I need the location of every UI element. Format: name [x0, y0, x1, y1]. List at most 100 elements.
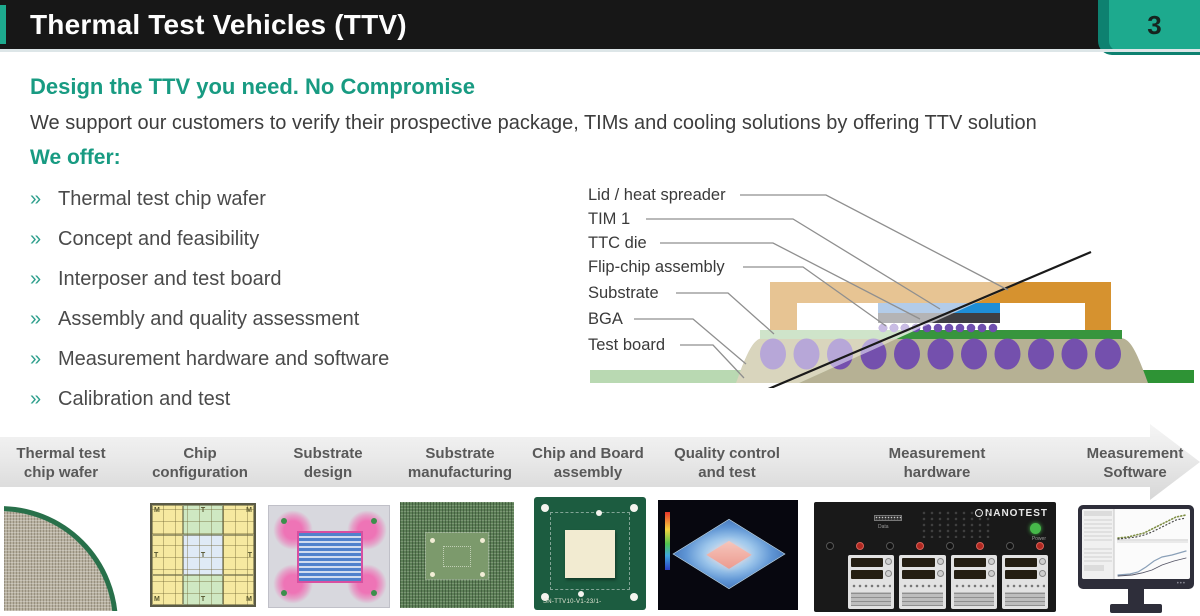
list-item: » Measurement hardware and software [30, 348, 389, 371]
config-letter: T [200, 507, 206, 514]
chevron-bullet-icon: » [30, 228, 42, 250]
board-mounting-hole [541, 593, 549, 601]
process-step-measurement-software: Measurement Software [1055, 445, 1200, 483]
monitor-stand-neck [1128, 589, 1144, 604]
chevron-bullet-icon: » [30, 348, 42, 370]
substrate-fiducial-dot [430, 538, 435, 543]
config-letter: T [154, 551, 159, 559]
monitor-indicator-dots: ••• [1176, 581, 1186, 587]
header-bar: Thermal Test Vehicles (TTV) [0, 0, 1200, 49]
cad-ball-grid [297, 531, 363, 583]
instrument-module [950, 555, 997, 609]
list-item: » Assembly and quality assessment [30, 308, 389, 331]
config-cell: M [223, 575, 254, 605]
black-jack [886, 542, 894, 550]
module-display [953, 570, 986, 579]
monitor-screen [1082, 509, 1190, 579]
color-scale-bar [665, 512, 670, 570]
config-letter: T [200, 596, 206, 603]
connector-jack-row [826, 542, 1044, 550]
diagram-label-flip-chip: Flip-chip assembly [588, 258, 725, 276]
module-knob [1039, 570, 1046, 577]
config-letter: M [246, 596, 252, 603]
black-jack [1006, 542, 1014, 550]
chevron-bullet-icon: » [30, 308, 42, 330]
board-chip [565, 530, 615, 578]
list-item-label: Calibration and test [58, 388, 231, 410]
step-label-line: assembly [553, 463, 623, 481]
board-mounting-hole [578, 591, 584, 597]
page-title: Thermal Test Vehicles (TTV) [30, 9, 407, 40]
config-letter: M [246, 507, 252, 514]
chevron-bullet-icon: » [30, 188, 42, 210]
config-cell: T [182, 535, 224, 575]
module-knob [936, 570, 944, 577]
config-cell: T [152, 535, 183, 575]
diagram-label-test-board: Test board [588, 336, 666, 354]
list-item: » Thermal test chip wafer [30, 188, 389, 211]
monitor-stand-base [1110, 604, 1162, 613]
module-button-row [851, 583, 892, 589]
diagram-label-tim1: TIM 1 [588, 210, 631, 228]
module-knob [885, 570, 893, 577]
board-dashed-outline [550, 512, 630, 590]
monitor-frame: ••• [1078, 505, 1194, 589]
module-display [902, 558, 935, 567]
step-label-line: chip wafer [23, 463, 99, 481]
config-cell: M [223, 505, 254, 535]
process-step-chip-and-board-assembly: Chip and Board assembly [522, 445, 654, 483]
list-item-label: Measurement hardware and software [58, 348, 390, 370]
step-label-line: design [303, 463, 353, 481]
black-jack [946, 542, 954, 550]
cad-corner-dot [281, 590, 287, 596]
header-divider [0, 49, 1200, 52]
board-mounting-hole [541, 504, 549, 512]
wafer-photo [4, 497, 120, 611]
cad-corner-dot [371, 590, 377, 596]
step-label-line: configuration [152, 463, 248, 481]
red-jack [976, 542, 984, 550]
substrate-pad [426, 533, 488, 579]
module-slot [1004, 592, 1045, 606]
instrument-module [899, 555, 946, 609]
measurement-software-monitor: ••• [1076, 497, 1196, 616]
step-label-line: Thermal test [16, 445, 106, 462]
process-step-substrate-design: Substrate design [266, 445, 390, 483]
topography-chip-bump [706, 540, 752, 569]
chip-configuration-graphic: M T M T T T M T M [150, 503, 256, 607]
module-slot [953, 592, 994, 606]
list-item: » Calibration and test [30, 388, 389, 411]
package-cross-section-diagram: Lid / heat spreader TIM 1 TTC die Flip-c… [588, 182, 1200, 388]
slide-headline: Design the TTV you need. No Compromise [30, 74, 475, 99]
list-item-label: Thermal test chip wafer [58, 188, 266, 210]
cad-corner-dot [281, 518, 287, 524]
module-display [851, 558, 884, 567]
process-step-quality-control-and-test: Quality control and test [658, 445, 796, 483]
offer-list: » Thermal test chip wafer » Concept and … [30, 188, 389, 428]
step-label-line: Measurement [888, 445, 986, 462]
instrument-module [848, 555, 895, 609]
module-button-row [1004, 583, 1045, 589]
diagram-label-substrate: Substrate [588, 284, 659, 302]
step-label-line: Substrate [293, 445, 363, 462]
module-display [902, 570, 935, 579]
red-jack [1036, 542, 1044, 550]
quality-control-topography-plot [658, 500, 798, 610]
board-mounting-hole [630, 593, 638, 601]
brand-text: NANOTEST [985, 508, 1048, 519]
step-label-line: manufacturing [407, 463, 513, 481]
substrate-fiducial-dot [480, 572, 485, 577]
step-label-line: Quality control [674, 445, 780, 462]
process-step-substrate-manufacturing: Substrate manufacturing [396, 445, 524, 483]
process-step-thermal-test-chip-wafer: Thermal test chip wafer [6, 445, 116, 483]
vent-grille [920, 510, 990, 538]
module-knob [987, 558, 995, 565]
board-silkscreen-label: SN-TTV10-V1-23/1- [543, 599, 602, 605]
config-letter: T [247, 551, 252, 559]
module-knob [936, 558, 944, 565]
module-knob [885, 558, 893, 565]
diagram-label-ttc-die: TTC die [588, 234, 647, 252]
package-diagram-graphic [590, 194, 1194, 388]
power-button [1030, 523, 1041, 534]
